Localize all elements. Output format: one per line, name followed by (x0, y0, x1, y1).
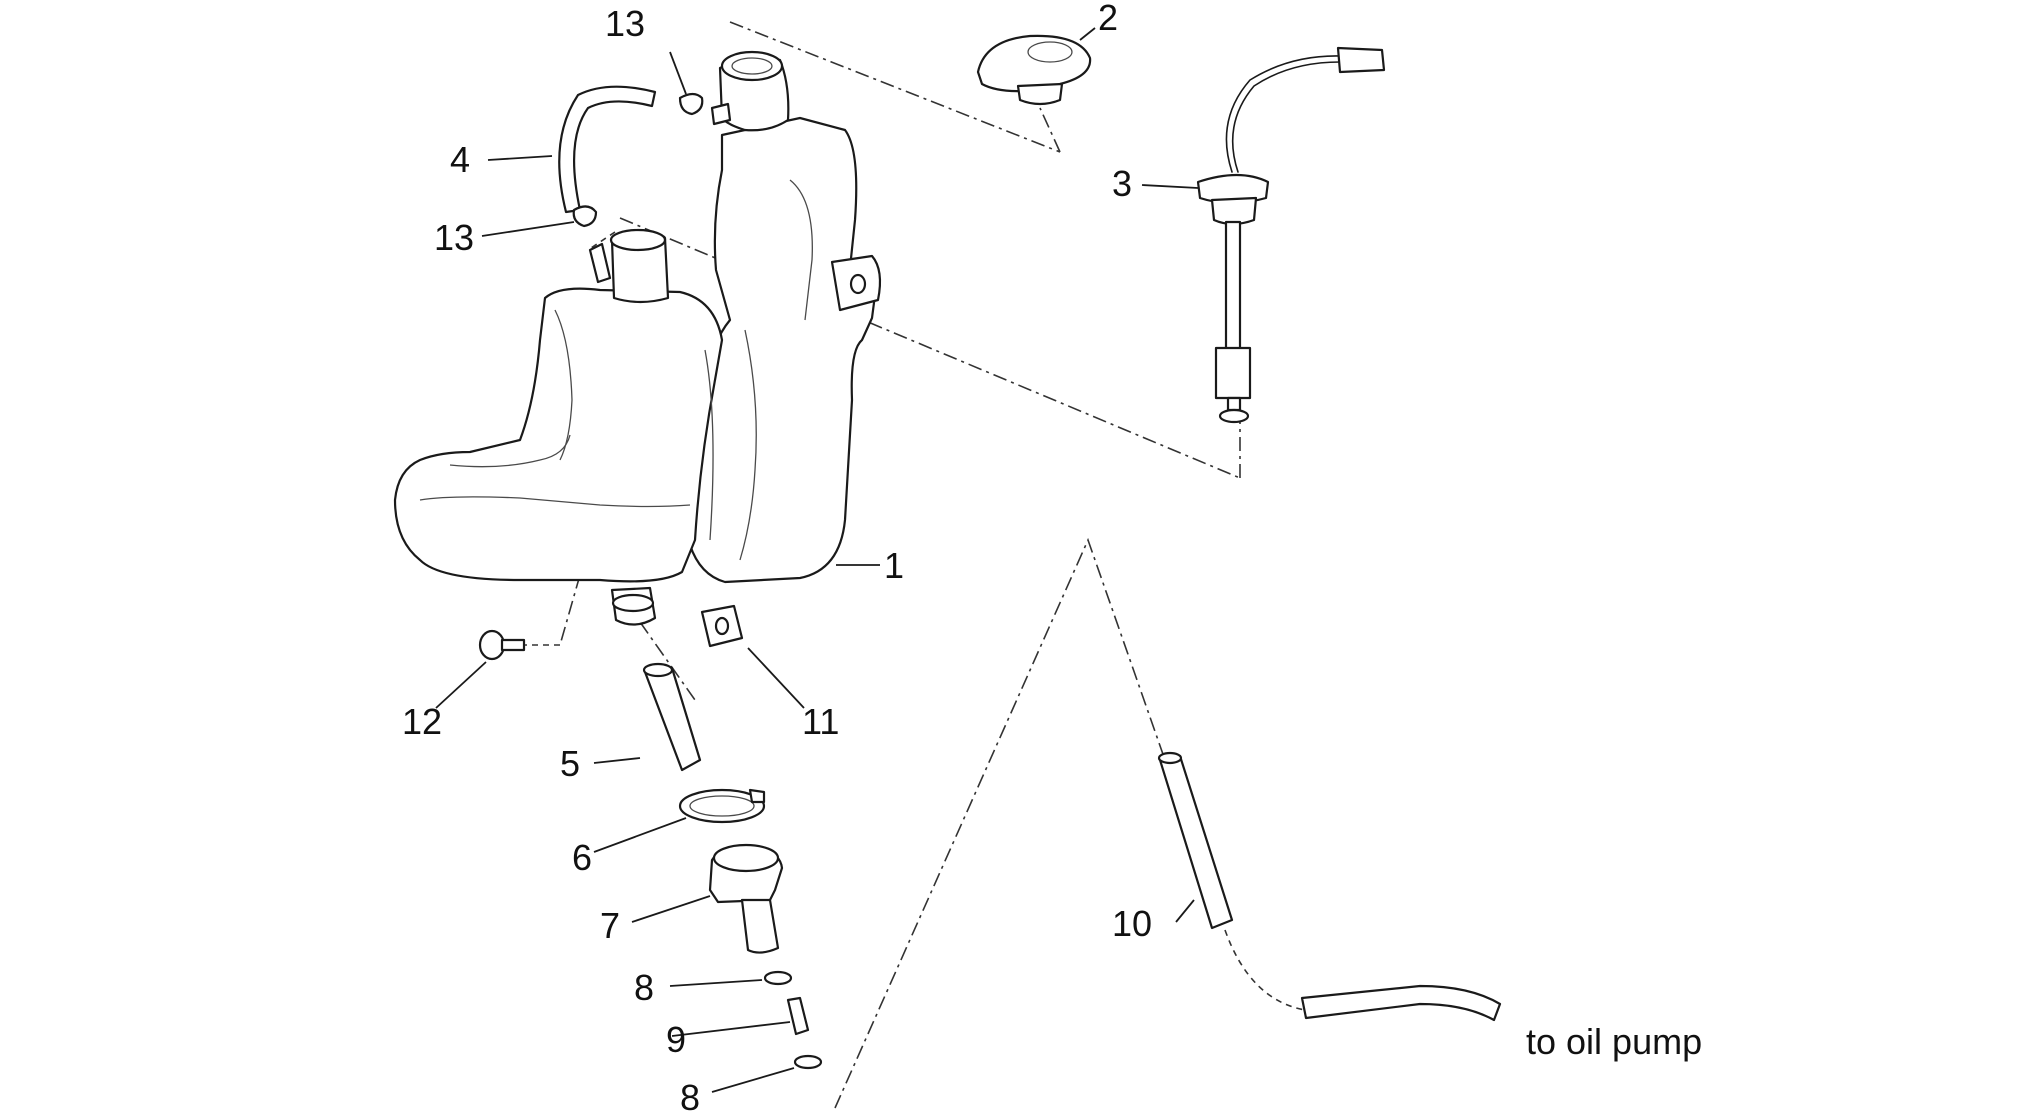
tank-contour-b (554, 309, 573, 461)
oil-filter-stem (740, 898, 780, 954)
leader-11 (747, 647, 805, 709)
vent-hose-body (558, 85, 657, 214)
outlet-hose-end (642, 662, 674, 678)
leader-8-lower (711, 1067, 795, 1093)
vent-hose (558, 85, 657, 214)
guide-outlet-to-hose (639, 621, 696, 701)
callout-8-upper: 8 (634, 967, 654, 1008)
callout-5: 5 (560, 743, 580, 784)
sender-connector (1336, 46, 1386, 74)
callout-labels: 1 2 3 4 5 6 7 8 9 8 10 11 12 13 13 (402, 0, 1152, 1112)
tank-vent-nipple-upper (710, 102, 732, 126)
sender-wire-2 (1231, 61, 1341, 173)
hose-clip-lower (572, 205, 598, 228)
tank-vent-nipple-lower (588, 242, 612, 284)
sealing-washer-upper (763, 970, 793, 986)
screw-head (478, 629, 506, 661)
screw-shank (500, 638, 526, 652)
oil-tank (393, 50, 882, 626)
outlet-hose-body (643, 666, 702, 772)
tank-filler-opening-inner (731, 57, 773, 75)
callout-13-lower: 13 (434, 217, 474, 258)
tank-outlet-opening (611, 593, 655, 613)
callout-3: 3 (1112, 163, 1132, 204)
cap-thread (1016, 82, 1064, 106)
leader-7 (631, 895, 711, 923)
cap-grip (1027, 41, 1073, 63)
tank-front-section (393, 287, 724, 583)
leader-13-lower (481, 221, 575, 237)
callout-13-upper: 13 (605, 3, 645, 44)
oil-level-sender (1196, 46, 1386, 424)
callout-4: 4 (450, 139, 470, 180)
guide-cap-drop (1039, 107, 1061, 153)
tank-front-neck (610, 236, 670, 304)
sender-wire (1225, 55, 1341, 173)
hose-clamp-inner (689, 795, 755, 817)
tank-contour-d (789, 179, 813, 321)
leader-13-upper (669, 51, 687, 95)
sender-grommet (1210, 196, 1258, 226)
tank-filler-opening (720, 50, 784, 82)
leader-9 (671, 1021, 791, 1037)
oil-filter (708, 843, 784, 954)
tank-rear-section (688, 116, 880, 584)
tank-front-neck-opening (609, 228, 667, 252)
guide-screw (559, 574, 581, 646)
leader-5 (593, 757, 641, 764)
banjo-bolt (786, 996, 810, 1036)
return-hose-end (1157, 751, 1183, 765)
callout-7: 7 (600, 905, 620, 946)
callout-10: 10 (1112, 903, 1152, 944)
leader-8-upper (669, 979, 763, 987)
cap-top (976, 34, 1092, 93)
leader-10 (1175, 899, 1195, 923)
sender-rod (1224, 220, 1242, 352)
tank-seam-line (419, 496, 691, 508)
tank-contour-c (739, 329, 757, 561)
guide-filter-to-return-hose (834, 537, 1166, 1109)
return-hose-body (1158, 754, 1234, 930)
leader-lines (435, 27, 1199, 1093)
hose-clamp (678, 788, 766, 824)
guide-vent (587, 231, 616, 251)
oil-filter-top (712, 843, 780, 873)
filler-cap (976, 34, 1092, 106)
clip-nut-hole (714, 616, 730, 636)
leader-4 (487, 155, 553, 161)
callout-8-lower: 8 (680, 1077, 700, 1112)
callout-12: 12 (402, 701, 442, 742)
callout-6: 6 (572, 837, 592, 878)
tank-mount-hole (849, 273, 867, 295)
outlet-hose (642, 662, 702, 772)
leader-2 (1079, 27, 1096, 41)
hose-clamp-tab (748, 788, 766, 804)
hose-clip-upper (678, 92, 704, 116)
tank-contour-a (449, 434, 571, 468)
callout-11: 11 (802, 701, 839, 742)
leader-3 (1141, 184, 1199, 189)
tank-contour-e (704, 349, 714, 541)
sender-foot (1218, 408, 1250, 424)
oil-pump-pipe (1300, 984, 1502, 1022)
sender-rod-end (1226, 396, 1242, 412)
mounting-screw (478, 629, 526, 661)
leader-6 (593, 817, 687, 853)
guide-hose-to-pump (1224, 929, 1306, 1011)
guide-cap-to-neck (729, 21, 1061, 153)
callout-9: 9 (666, 1019, 686, 1060)
sealing-washer-lower (793, 1054, 823, 1070)
destination-annotation: to oil pump (1526, 1021, 1702, 1062)
callout-1: 1 (884, 545, 904, 586)
sender-float (1214, 346, 1252, 400)
leader-12 (435, 661, 487, 709)
callout-2: 2 (1098, 0, 1118, 38)
return-hose (1157, 751, 1234, 930)
